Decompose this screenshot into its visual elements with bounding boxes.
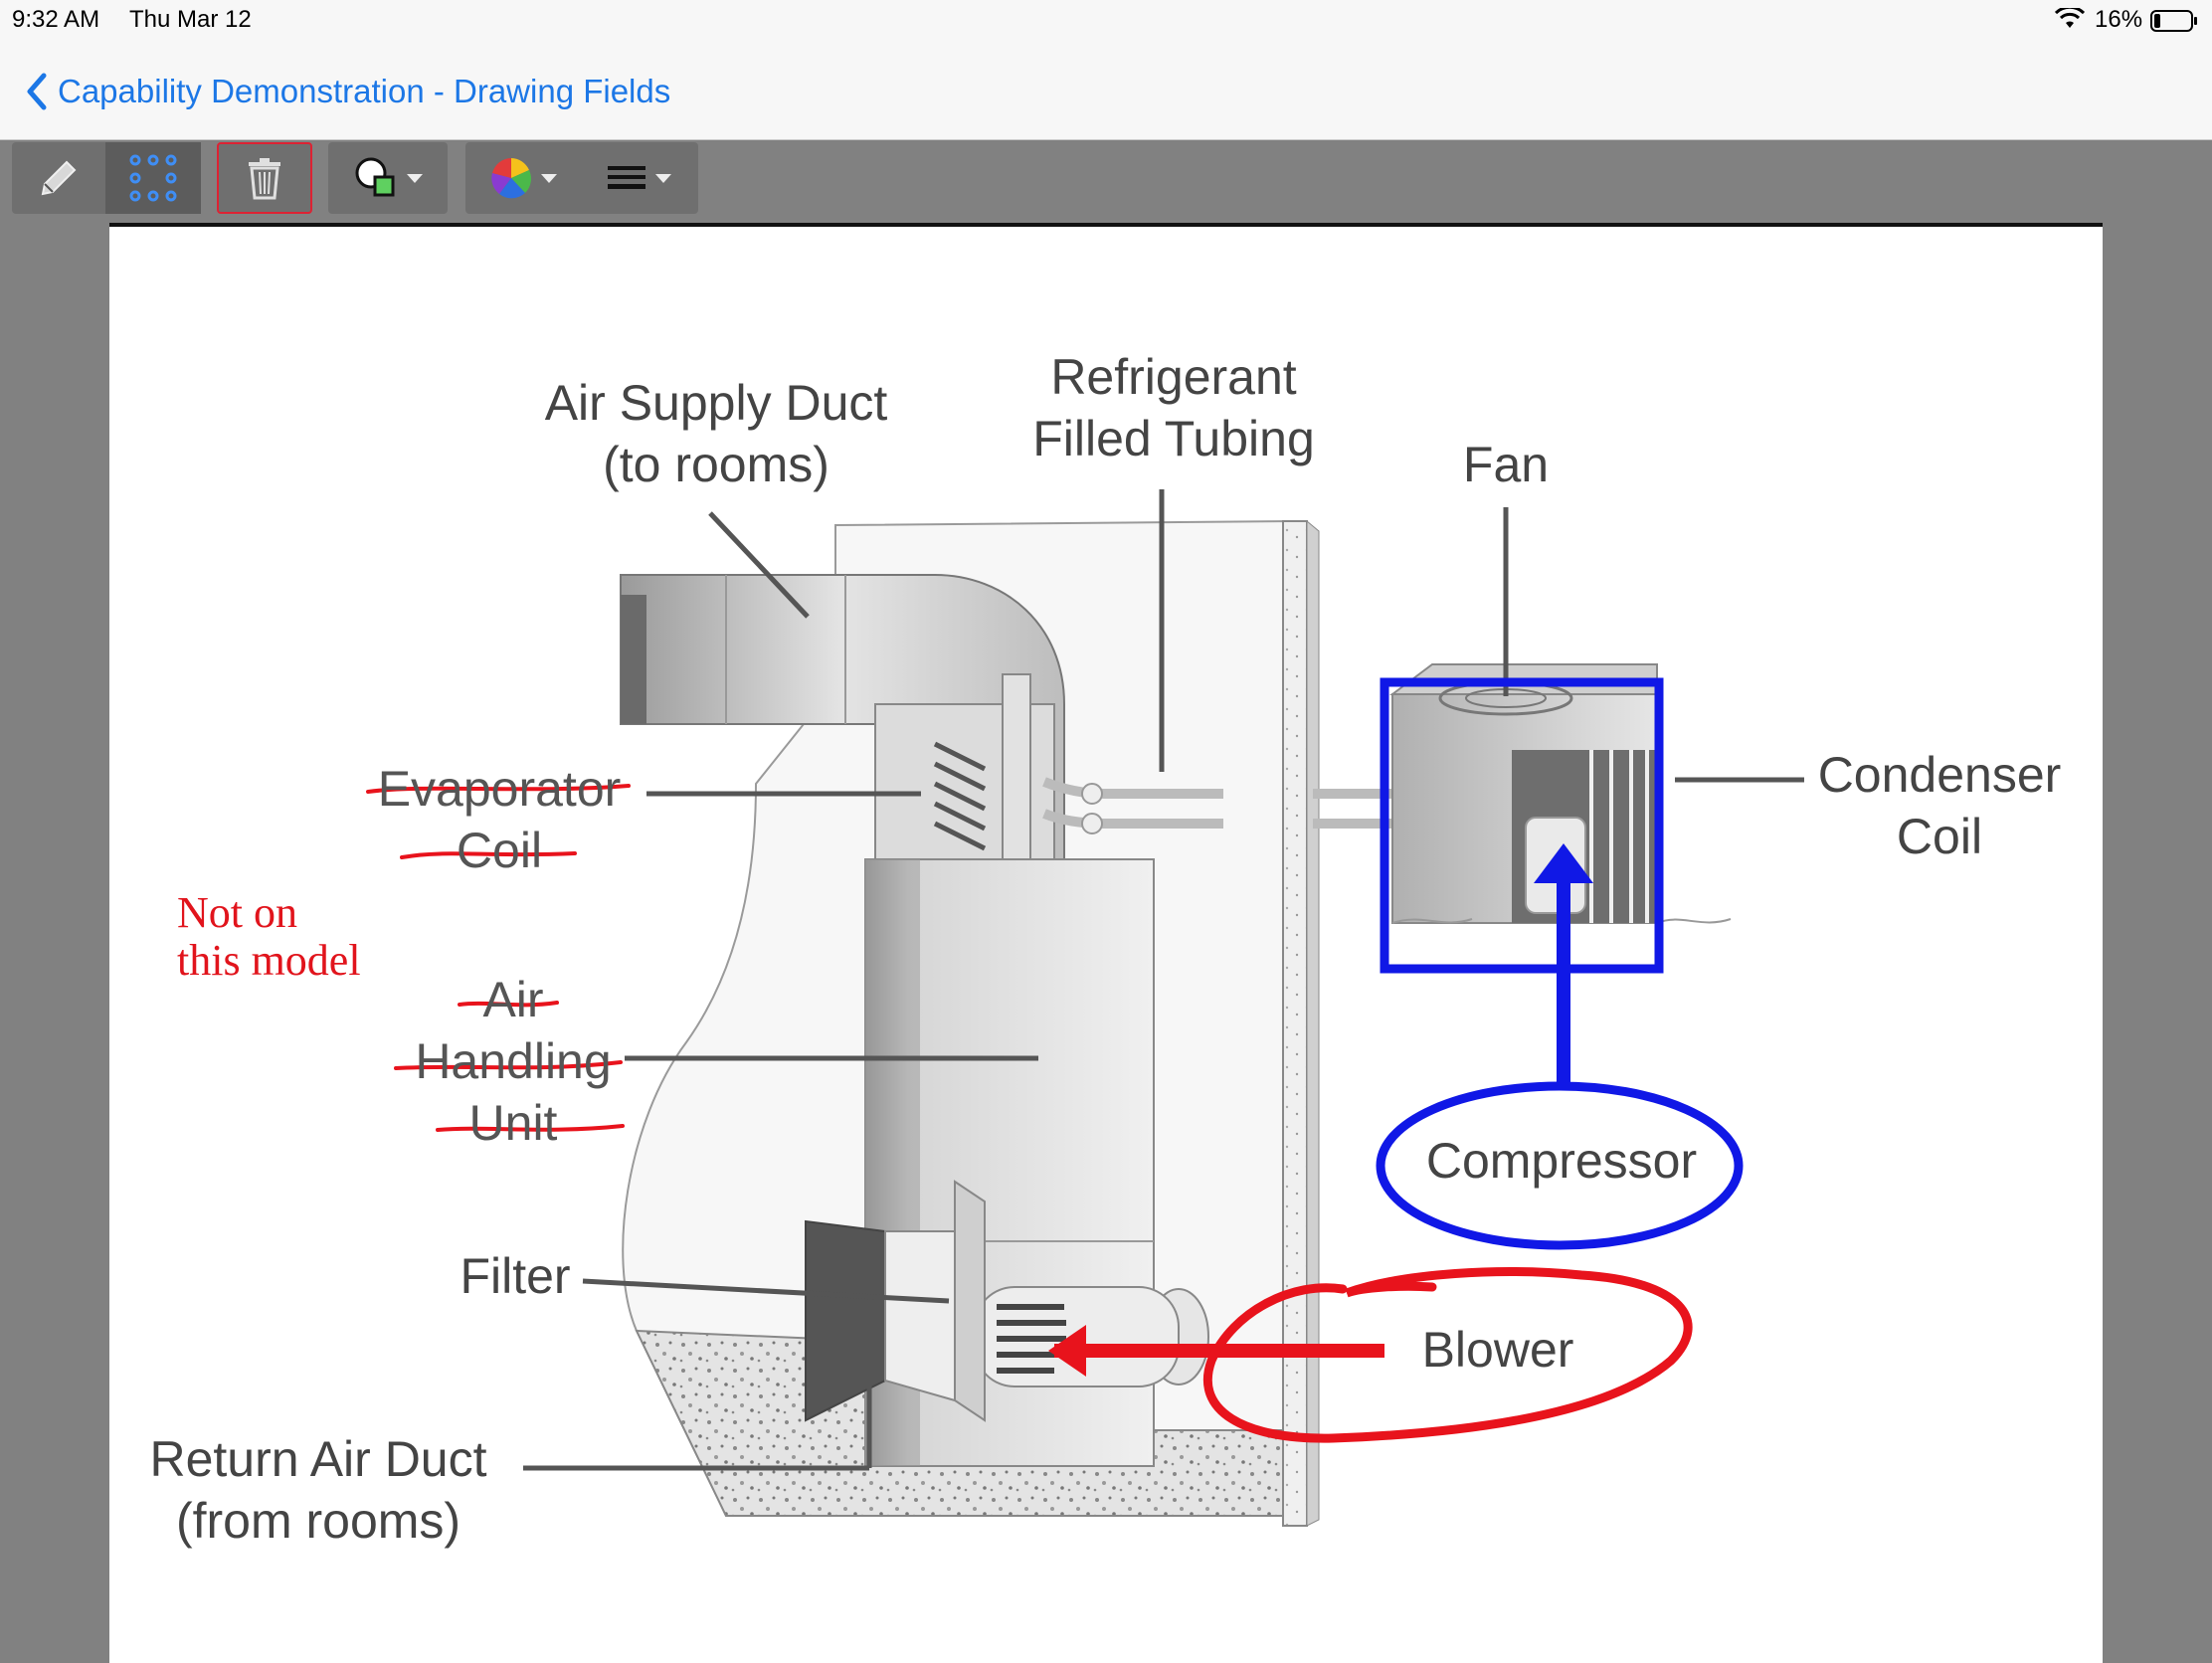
label-air-handling-line3: Unit [468, 1095, 558, 1151]
chevron-down-icon [655, 173, 671, 183]
tool-group-draw [12, 142, 201, 214]
pencil-tool-button[interactable] [12, 142, 105, 214]
label-evaporator-line1: Evaporator [377, 761, 622, 817]
hvac-diagram [366, 489, 1804, 1527]
shapes-icon [355, 157, 395, 197]
drawing-canvas[interactable]: Air Supply Duct (to rooms) Refrigerant F… [109, 223, 2103, 1663]
line-weight-dropdown-button[interactable] [581, 142, 698, 214]
chevron-down-icon [407, 173, 423, 183]
label-filter: Filter [460, 1248, 571, 1304]
label-condenser-line2: Coil [1896, 809, 1983, 864]
label-blower: Blower [1421, 1322, 1574, 1378]
label-air-supply-duct-line1: Air Supply Duct [544, 375, 888, 431]
label-condenser-line1: Condenser [1817, 747, 2062, 803]
handwritten-note-line1: Not on [177, 888, 297, 937]
pencil-icon [41, 160, 77, 196]
label-refrigerant-line1: Refrigerant [1050, 349, 1297, 405]
chevron-left-icon [27, 73, 47, 110]
status-date: Thu Mar 12 [129, 6, 252, 33]
lasso-select-button[interactable] [105, 142, 201, 214]
label-evaporator-line2: Coil [456, 823, 543, 878]
label-air-handling-line1: Air [482, 972, 544, 1027]
navigation-bar: Capability Demonstration - Drawing Field… [0, 44, 2212, 140]
label-return-air-duct: Return Air Duct (from rooms) [119, 1428, 517, 1552]
line-weight-icon [608, 166, 645, 189]
trash-icon [249, 158, 280, 200]
label-air-supply-duct: Air Supply Duct (to rooms) [517, 372, 915, 495]
tool-group-style [465, 142, 698, 214]
delete-button[interactable] [217, 142, 312, 214]
lasso-select-icon [129, 154, 177, 202]
color-wheel-icon [491, 158, 531, 199]
wifi-icon [2055, 8, 2085, 28]
back-button-label: Capability Demonstration - Drawing Field… [58, 73, 671, 109]
tool-group-shapes [328, 142, 448, 214]
label-condenser-coil: Condenser Coil [1800, 744, 2079, 867]
label-return-air-line2: (from rooms) [175, 1493, 461, 1549]
battery-percent: 16% [2095, 6, 2143, 33]
label-fan: Fan [1462, 437, 1550, 492]
battery-icon [2150, 10, 2197, 32]
label-return-air-line1: Return Air Duct [149, 1431, 487, 1487]
label-refrigerant-line2: Filled Tubing [1032, 411, 1315, 466]
color-dropdown-button[interactable] [465, 142, 581, 214]
label-evaporator-coil: Evaporator Coil [360, 758, 639, 881]
label-air-handling-line2: Handling [415, 1033, 612, 1089]
status-time: 9:32 AM [12, 6, 100, 33]
label-air-handling-unit: Air Handling Unit [384, 969, 643, 1154]
handwritten-note: Not on this model [177, 889, 361, 985]
label-refrigerant-tubing: Refrigerant Filled Tubing [1005, 346, 1343, 469]
shapes-dropdown-button[interactable] [328, 142, 448, 214]
label-air-supply-duct-line2: (to rooms) [603, 437, 830, 492]
status-bar: 9:32 AM Thu Mar 12 16% [0, 0, 2212, 44]
handwritten-note-line2: this model [177, 936, 361, 985]
chevron-down-icon [541, 173, 557, 183]
back-button[interactable]: Capability Demonstration - Drawing Field… [22, 68, 670, 115]
label-compressor: Compressor [1425, 1133, 1698, 1189]
